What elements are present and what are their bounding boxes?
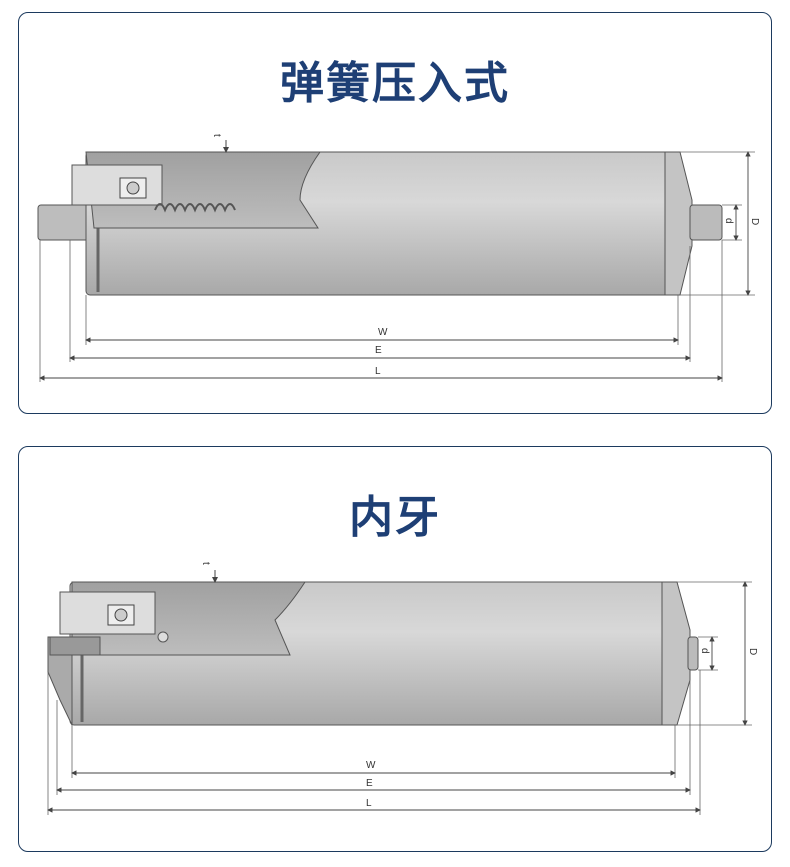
dim-label-w: W: [366, 760, 376, 771]
spring-roller-diagram: W E L t d D: [37, 134, 760, 382]
dim-label-w: W: [378, 327, 388, 338]
dim-label-d-small: d: [699, 648, 710, 654]
dim-label-e: E: [375, 345, 382, 356]
spring-type-panel: 弹簧压入式: [18, 12, 772, 414]
internal-thread-roller-diagram: W E L t d D: [47, 562, 758, 815]
dim-label-l: L: [375, 366, 381, 377]
dim-label-e: E: [366, 778, 373, 789]
dim-label-t: t: [211, 134, 222, 137]
dim-label-l: L: [366, 798, 372, 809]
dim-label-d-small: d: [723, 218, 734, 224]
dim-label-d-large: D: [747, 648, 758, 655]
panel-title: 弹簧压入式: [280, 58, 510, 109]
panel-title: 内牙: [349, 492, 441, 543]
dim-label-d-large: D: [749, 218, 760, 225]
dim-label-t: t: [200, 562, 211, 565]
internal-thread-panel: 内牙: [18, 446, 772, 852]
